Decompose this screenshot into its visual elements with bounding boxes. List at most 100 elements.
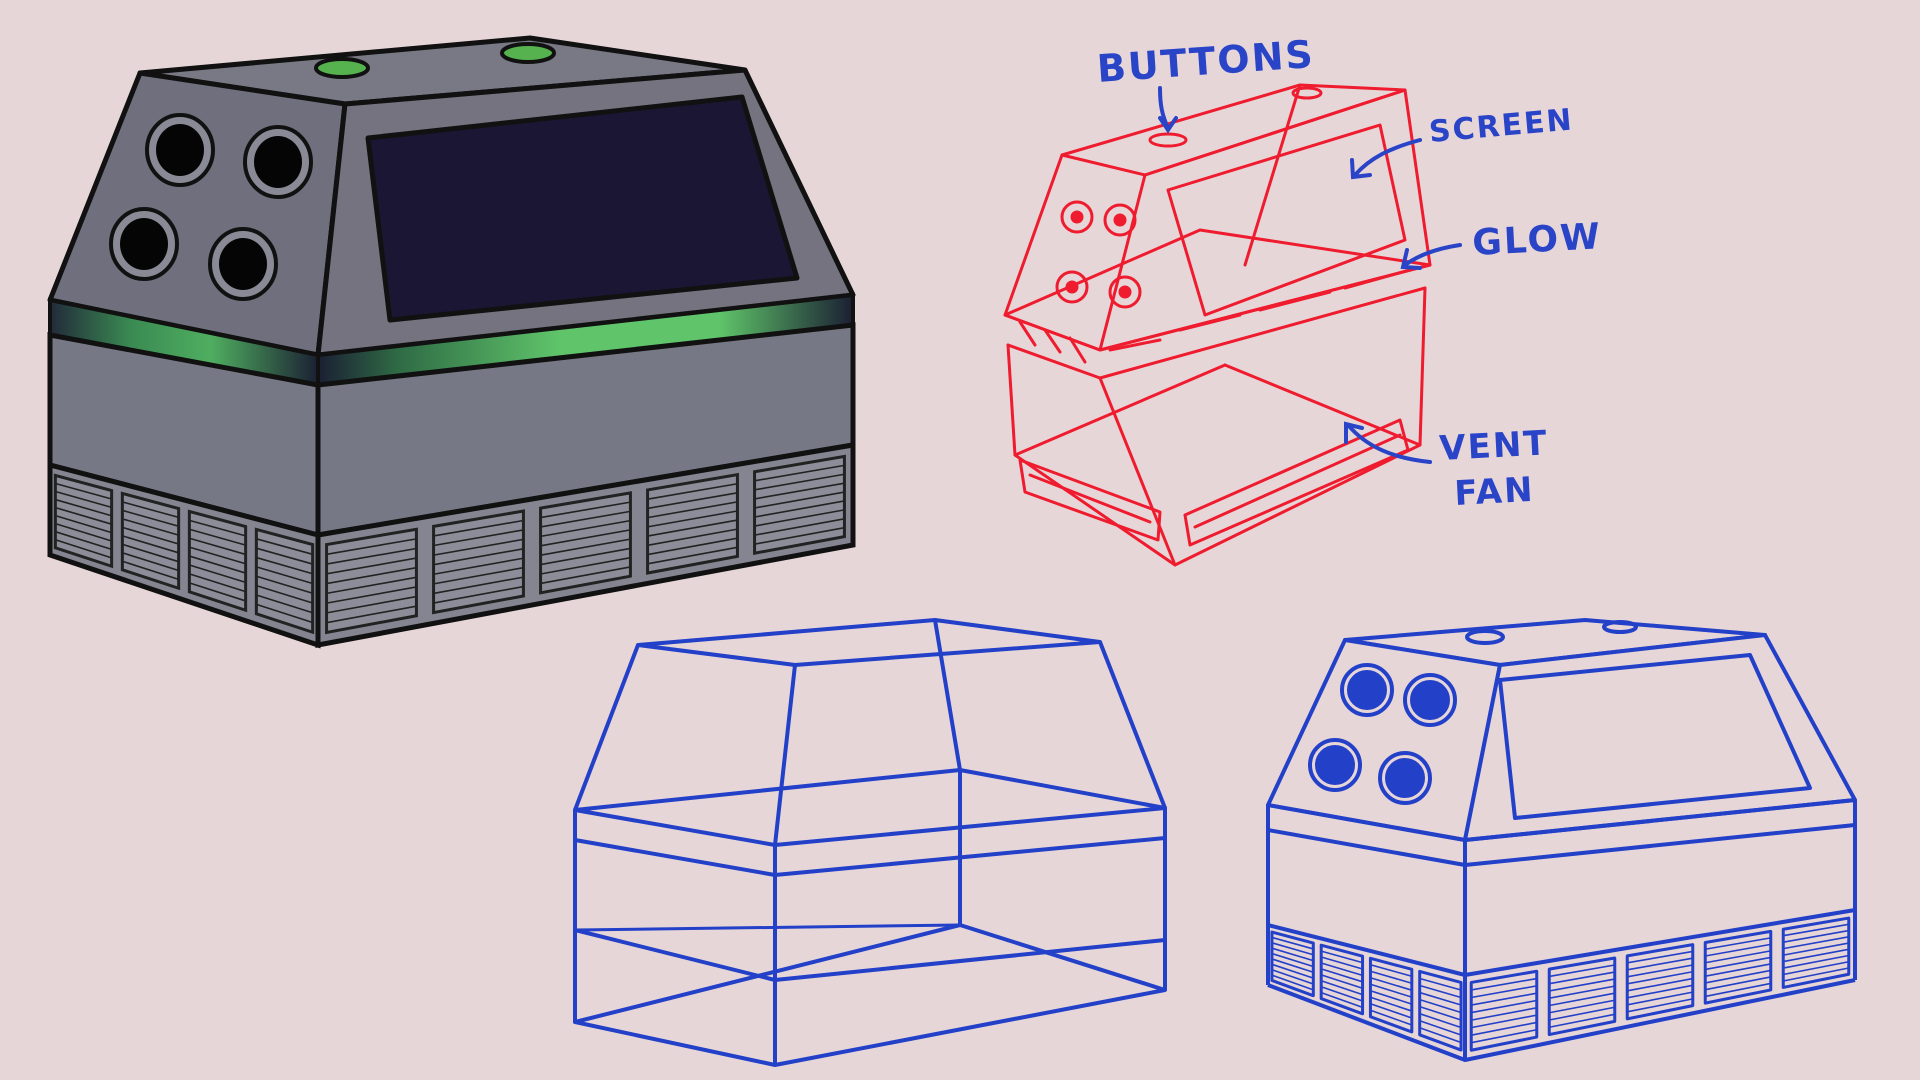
port-icon: [1385, 758, 1425, 798]
vent-slat: [647, 482, 738, 500]
vent-slat: [1271, 947, 1314, 962]
vent-slat: [433, 557, 524, 576]
vent-slat: [1320, 956, 1363, 970]
vent-slat: [1271, 936, 1314, 950]
vent-slat: [1705, 937, 1771, 951]
label-screen: SCREEN: [1428, 102, 1575, 149]
vent-slat: [1549, 1013, 1615, 1029]
sketch-hatch: [1258, 290, 1332, 312]
vent-slat: [1705, 943, 1771, 957]
vent-slat: [122, 526, 179, 545]
vent-slat: [754, 491, 845, 509]
vent-slat: [1419, 984, 1462, 999]
vent-slat: [1783, 960, 1849, 976]
wire-edge: [573, 644, 640, 811]
vent-slat: [256, 584, 313, 604]
sketch-hatch: [1018, 320, 1037, 347]
wire-band-line: [574, 928, 1166, 982]
sketch-vent-line: [1193, 433, 1402, 529]
vent-slat: [55, 522, 112, 542]
vent-slat: [540, 501, 631, 519]
vent-slat: [1419, 1005, 1462, 1021]
port-icon: [219, 238, 267, 290]
vent-slats: [53, 454, 846, 635]
vent-slat: [1627, 984, 1693, 999]
port-icon: [1378, 751, 1432, 805]
vent-slat: [256, 566, 313, 585]
vent-slat: [1627, 977, 1693, 992]
vent-slat: [256, 556, 313, 575]
vent-slat: [647, 492, 738, 510]
vent-panel: [432, 509, 525, 615]
vent-slat: [433, 538, 524, 556]
wire-bottom-face: [573, 923, 1167, 1067]
port-icon: [1340, 663, 1394, 717]
vent-slat: [55, 538, 112, 559]
vent-slat: [1271, 974, 1314, 991]
sketch-left-side: [1003, 153, 1147, 352]
vent-slat: [1783, 936, 1849, 950]
vent-slat: [189, 564, 246, 584]
vent-slat: [256, 575, 313, 595]
vent-slat: [433, 519, 524, 537]
vent-slat: [1370, 977, 1413, 991]
vent-slat: [1320, 980, 1363, 996]
vent-slat: [540, 556, 631, 575]
vent-slat: [433, 548, 524, 566]
line-screen: [1498, 653, 1812, 820]
vent-slat: [540, 566, 631, 585]
wire-hidden-line: [574, 923, 961, 932]
line-button-icon: [1465, 629, 1505, 645]
blue-line-drawing: [1266, 618, 1857, 1062]
vent-slat: [55, 514, 112, 534]
vent-slat: [326, 566, 417, 585]
vent-slat: [1419, 1012, 1462, 1029]
vent-slat: [540, 547, 631, 566]
vent-slat: [326, 576, 417, 595]
vent-slat: [1370, 989, 1413, 1005]
port-icon: [1315, 745, 1355, 785]
vent-slat: [326, 586, 417, 604]
vent-slat: [1471, 992, 1537, 1006]
sketch-vent-line: [1028, 473, 1152, 524]
vent-panel: [325, 527, 418, 635]
vent-slat: [754, 509, 845, 527]
sketch-construction-line: [1013, 363, 1227, 457]
label-fan: FAN: [1453, 470, 1535, 514]
line-vent-top: [1267, 908, 1856, 977]
vent-slat: [647, 537, 738, 556]
vent-slat: [1471, 985, 1537, 999]
sketch-hatch: [1043, 328, 1062, 354]
port-icon: [120, 218, 168, 270]
vent-slat: [1370, 983, 1413, 998]
vent-slat: [1370, 1009, 1413, 1026]
sketch-construction-line: [1198, 228, 1432, 267]
vent-slat: [433, 529, 524, 547]
vent-slat: [1320, 950, 1363, 964]
vent-slat: [1549, 978, 1615, 992]
vent-slat: [1549, 971, 1615, 985]
vent-slat: [122, 543, 179, 563]
vent-slat: [1783, 948, 1849, 963]
vent-slat: [1627, 964, 1693, 978]
vent-slat: [1783, 923, 1849, 937]
vent-slat: [326, 547, 417, 565]
vent-slat: [647, 519, 738, 537]
vent-slat: [433, 566, 524, 585]
vent-slat: [122, 509, 179, 528]
vent-slat: [1783, 967, 1849, 982]
vent-slat: [540, 538, 631, 556]
sketch-port-icon: [1070, 210, 1084, 224]
sketch-button-icon: [1291, 86, 1323, 100]
top-button-icon: [314, 57, 370, 79]
vent-slat: [1471, 999, 1537, 1014]
sketch-port-icon: [1108, 275, 1142, 309]
vent-slat: [189, 546, 246, 565]
vent-slat: [1320, 991, 1363, 1009]
sketch-port-icon: [1103, 203, 1137, 237]
vent-slat: [1705, 950, 1771, 964]
sketch-button-icon: [1148, 132, 1188, 148]
vent-slat: [1549, 964, 1615, 978]
port-icon: [1410, 680, 1450, 720]
